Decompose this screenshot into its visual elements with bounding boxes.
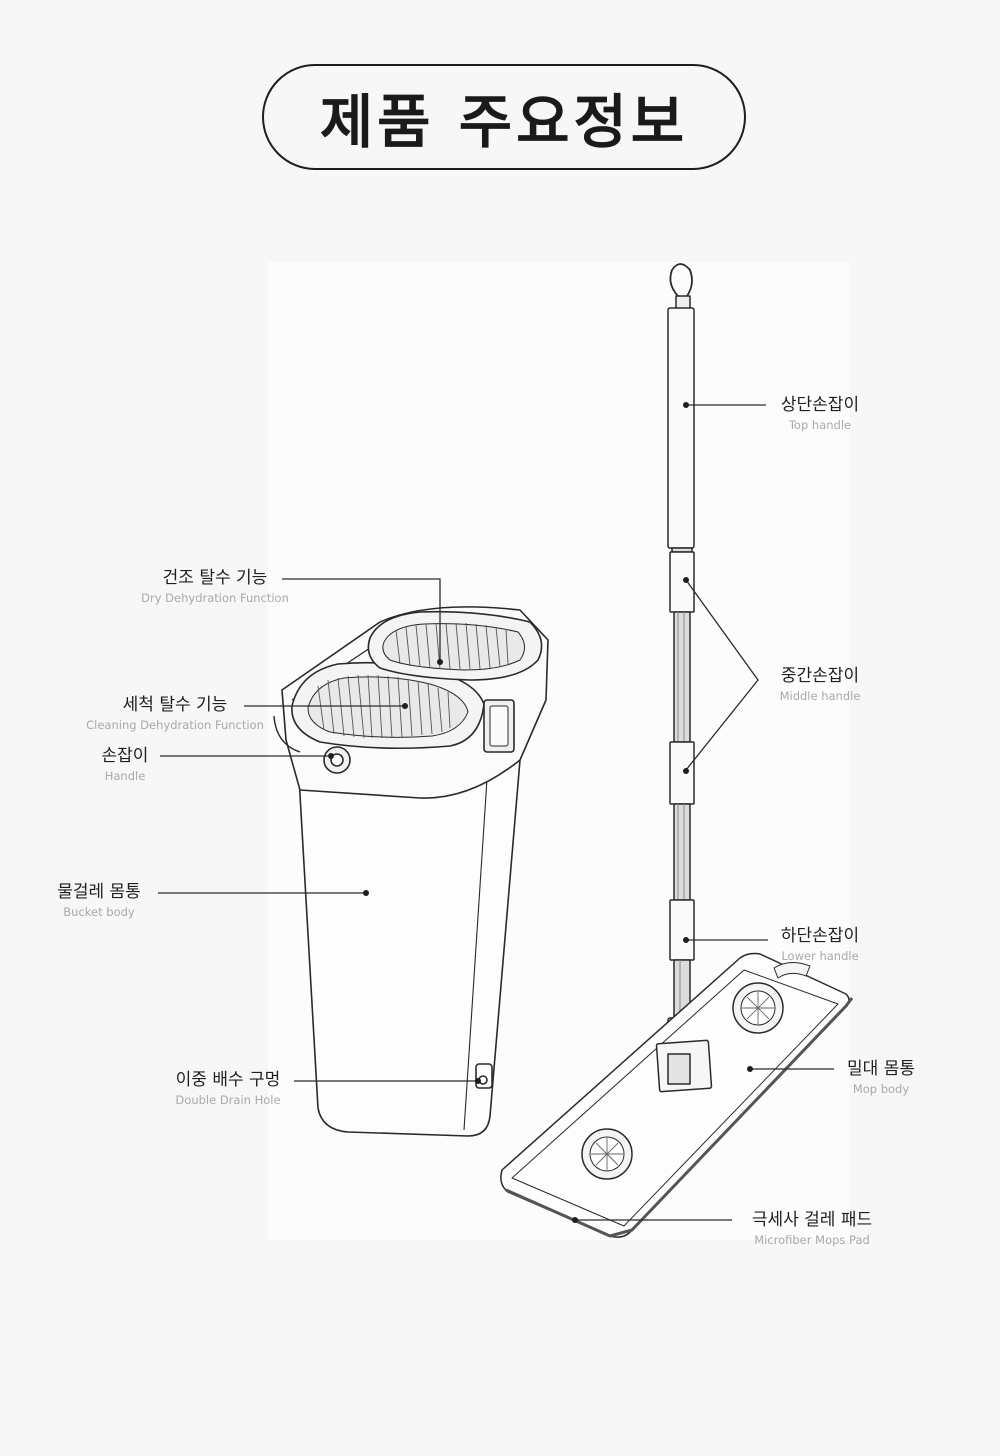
top-handle-shape	[667, 307, 695, 549]
label-double-drain-en: Double Drain Hole	[175, 1093, 281, 1107]
label-lower-handle-en: Lower handle	[781, 949, 859, 963]
label-middle-handle: 중간손잡이 Middle handle	[766, 666, 874, 703]
label-cleaning-dehydration-en: Cleaning Dehydration Function	[86, 718, 264, 732]
leader-lines	[158, 404, 834, 1221]
label-mop-body-en: Mop body	[852, 1082, 910, 1096]
mop-illustration	[500, 263, 854, 1238]
bucket-body-shape	[297, 759, 521, 1137]
label-handle-en: Handle	[104, 769, 146, 783]
label-mop-body-ko: 밀대 몸통	[847, 1059, 915, 1079]
label-dry-dehydration-ko: 건조 탈수 기능	[162, 568, 268, 588]
label-microfiber-pad: 극세사 걸레 패드 Microfiber Mops Pad	[732, 1210, 892, 1247]
label-top-handle-en: Top handle	[788, 418, 852, 432]
label-dry-dehydration-en: Dry Dehydration Function	[141, 591, 289, 605]
label-cleaning-dehydration-ko: 세척 탈수 기능	[122, 695, 228, 715]
label-bucket-body: 물걸레 몸통 Bucket body	[40, 882, 158, 919]
label-mop-body: 밀대 몸통 Mop body	[834, 1059, 928, 1096]
label-handle: 손잡이 Handle	[85, 746, 165, 783]
bucket-illustration	[273, 606, 549, 1137]
label-middle-handle-en: Middle handle	[779, 689, 861, 703]
leader-dots	[328, 402, 753, 1223]
label-top-handle: 상단손잡이 Top handle	[766, 395, 874, 432]
page-title: 제품 주요정보	[319, 88, 689, 156]
label-middle-handle-ko: 중간손잡이	[780, 666, 860, 686]
label-double-drain: 이중 배수 구멍 Double Drain Hole	[158, 1070, 298, 1107]
label-handle-ko: 손잡이	[101, 746, 149, 766]
label-bucket-body-en: Bucket body	[63, 905, 135, 919]
label-bucket-body-ko: 물걸레 몸통	[57, 882, 141, 902]
label-double-drain-ko: 이중 배수 구멍	[175, 1070, 281, 1090]
title-pill: 제품 주요정보	[262, 64, 746, 170]
label-microfiber-pad-ko: 극세사 걸레 패드	[751, 1210, 873, 1230]
hanging-loop	[669, 263, 693, 301]
label-cleaning-dehydration: 세척 탈수 기능 Cleaning Dehydration Function	[70, 695, 280, 732]
label-top-handle-ko: 상단손잡이	[780, 395, 860, 415]
label-lower-handle-ko: 하단손잡이	[780, 926, 860, 946]
label-lower-handle: 하단손잡이 Lower handle	[766, 926, 874, 963]
label-dry-dehydration: 건조 탈수 기능 Dry Dehydration Function	[130, 568, 300, 605]
label-microfiber-pad-en: Microfiber Mops Pad	[754, 1233, 870, 1247]
